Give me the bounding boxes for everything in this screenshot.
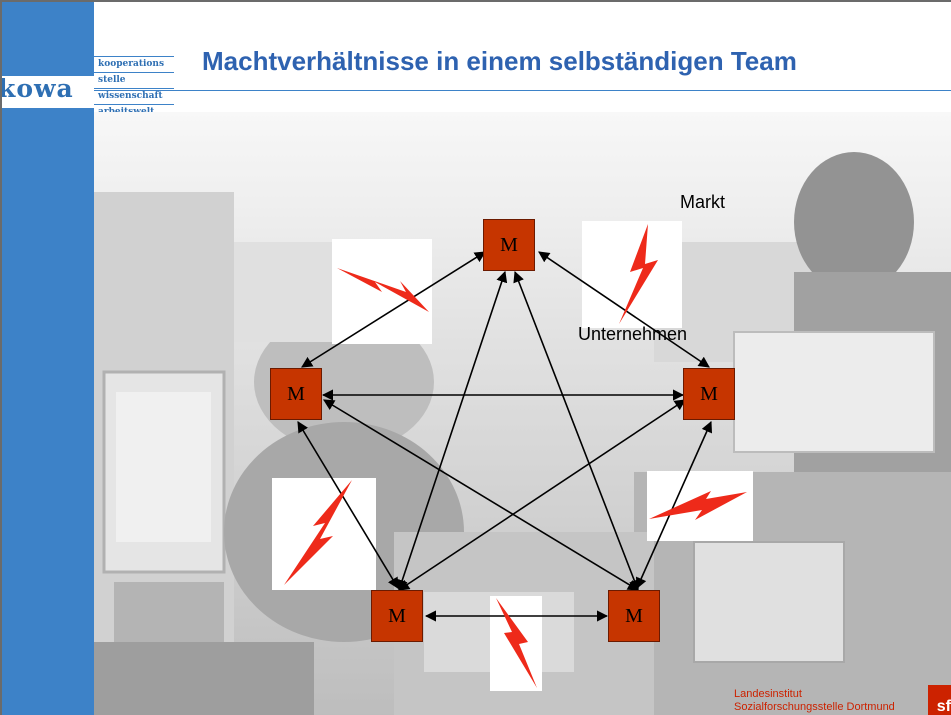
arrow-top-bottomright (513, 270, 640, 592)
institute-line-1: Landesinstitut (734, 688, 802, 700)
sfs-logo: sf (928, 685, 951, 715)
logo-subtitle-line: wissenschaft (94, 88, 174, 104)
node-bottom-right: M (608, 590, 660, 642)
arrow-top-left (301, 251, 486, 368)
logo-subtitle-line: kooperations (94, 56, 174, 72)
node-left: M (270, 368, 322, 420)
arrow-top-right (538, 251, 710, 368)
arrow-left-bottomright (323, 399, 639, 591)
logo-subtitle-line: stelle (94, 72, 174, 88)
brand-sidebar (2, 2, 94, 715)
lightning-bolt-icon (649, 491, 747, 520)
lightning-bolt-icon (337, 268, 429, 312)
lightning-bolt-icon (619, 224, 658, 324)
lightning-bolt-icon (496, 598, 537, 688)
node-right: M (683, 368, 735, 420)
logo-background (2, 76, 94, 108)
header-divider (94, 90, 951, 91)
node-bottom-left: M (371, 590, 423, 642)
institute-line-2: Sozialforschungsstelle Dortmund (734, 701, 895, 713)
arrow-top-bottomleft (396, 270, 508, 592)
lightning-bolt-icon (284, 480, 352, 585)
label-market: Markt (680, 192, 725, 212)
arrow-left-bottomleft (297, 421, 399, 589)
node-top: M (483, 219, 535, 271)
label-company: Unternehmen (578, 324, 688, 344)
kowa-logo: kowa (0, 74, 74, 103)
slide-title: Machtverhältnisse in einem selbständigen… (202, 46, 797, 76)
arrow-right-bottomleft (398, 399, 686, 591)
institute-name: Landesinstitut Sozialforschungsstelle Do… (734, 688, 895, 714)
